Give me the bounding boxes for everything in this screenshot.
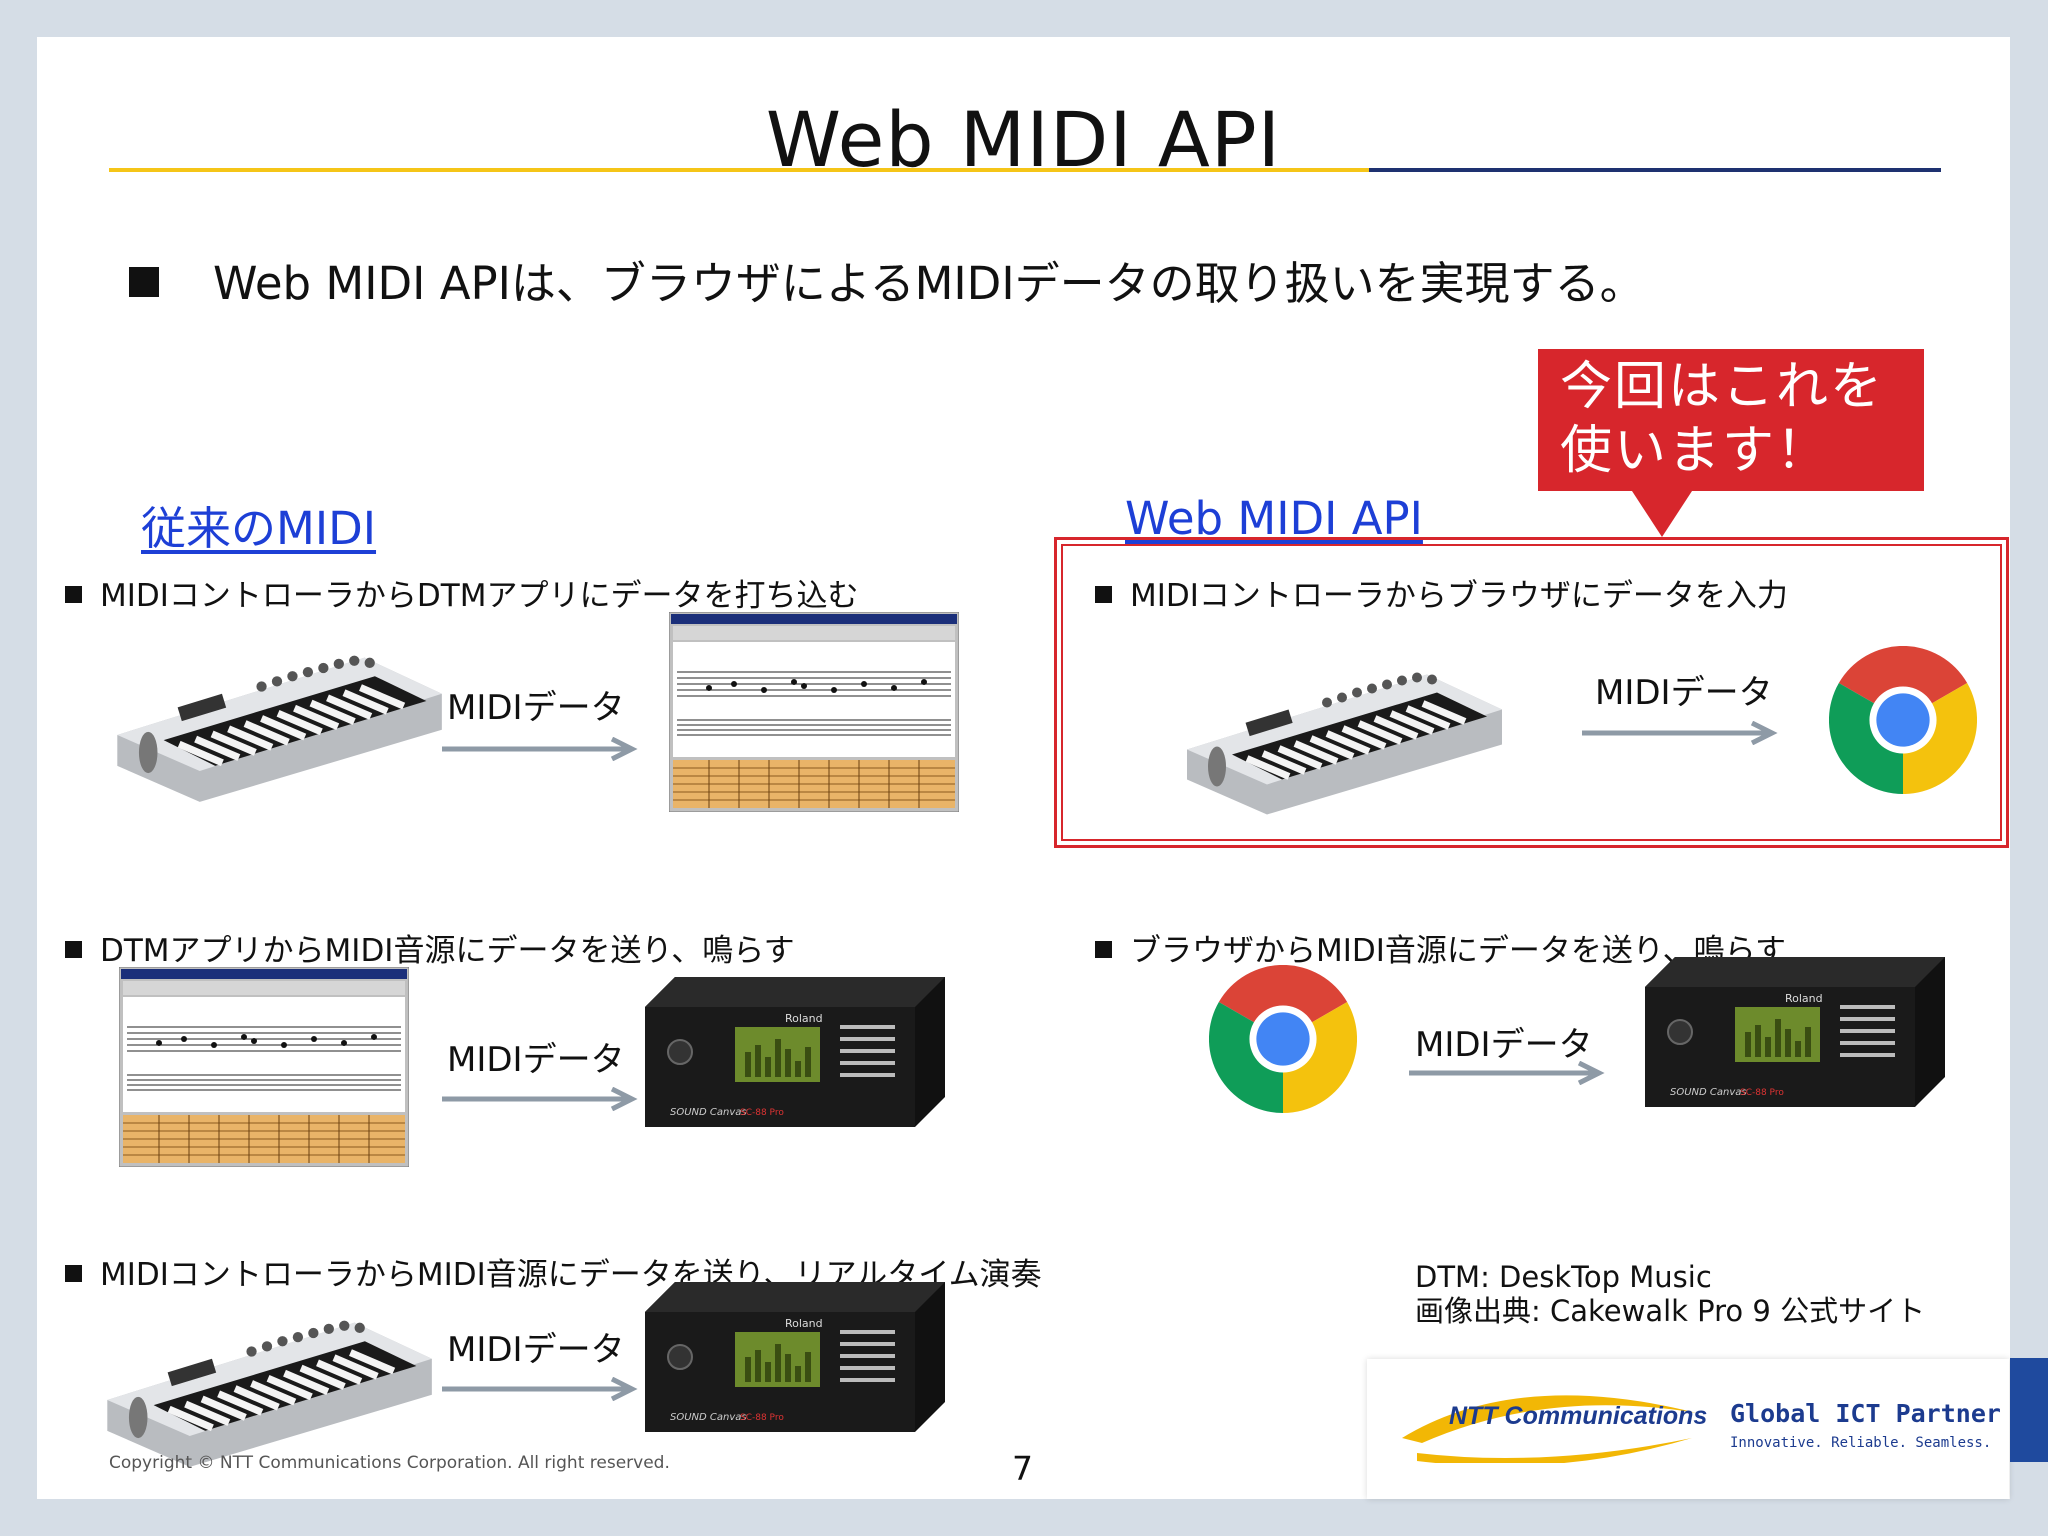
corner-accent-strip	[2010, 1358, 2048, 1462]
arrow-label: MIDIデータ	[447, 1040, 625, 1080]
bullet-square-icon	[65, 941, 82, 958]
midi-keyboard-image	[1177, 652, 1507, 817]
left-heading-link[interactable]: 従来のMIDI	[141, 502, 377, 555]
ntt-swoosh-icon	[1402, 1395, 1697, 1463]
right-arrow-icon	[1582, 721, 1778, 745]
callout-line2: 使います！	[1560, 421, 1831, 481]
arrow-label: MIDIデータ	[1595, 673, 1773, 713]
title-rule-navy	[1369, 168, 1941, 172]
slide: Web MIDI API Web MIDI APIは、ブラウザによるMIDIデー…	[37, 37, 2010, 1499]
right-heading-link[interactable]: Web MIDI API	[1125, 492, 1423, 545]
copyright: Copyright © NTT Communications Corporati…	[109, 1453, 670, 1473]
main-bullet-text: Web MIDI APIは、ブラウザによるMIDIデータの取り扱いを実現する。	[213, 257, 1645, 310]
dtm-app-screenshot	[119, 967, 409, 1167]
bullet-square-icon	[129, 267, 159, 297]
logo-company-text: NTT Communications	[1449, 1402, 1708, 1430]
highlight-box	[1054, 537, 2009, 848]
left-item-1: MIDIコントローラからDTMアプリにデータを打ち込む	[65, 570, 858, 615]
callout-box: 今回はこれを 使います！	[1538, 349, 1924, 491]
ntt-logo: NTT Communications Global ICT Partner In…	[1367, 1359, 2009, 1499]
bullet-square-icon	[65, 1265, 82, 1282]
right-arrow-icon	[442, 1087, 638, 1111]
logo-partner-text: Global ICT Partner	[1730, 1399, 2001, 1428]
title-rule-yellow	[109, 168, 1369, 172]
right-arrow-icon	[442, 1377, 638, 1401]
dtm-app-screenshot	[669, 612, 959, 812]
arrow-label: MIDIデータ	[1415, 1025, 1593, 1065]
footnote: DTM: DeskTop Music 画像出典: Cakewalk Pro 9 …	[1415, 1260, 1925, 1328]
left-item-2: DTMアプリからMIDI音源にデータを送り、鳴らす	[65, 925, 795, 970]
chrome-browser-icon	[1209, 965, 1357, 1113]
arrow-label: MIDIデータ	[447, 688, 625, 728]
sound-module-image	[645, 977, 945, 1127]
chrome-browser-icon	[1829, 646, 1977, 794]
right-item-1: MIDIコントローラからブラウザにデータを入力	[1095, 570, 1788, 615]
midi-keyboard-image	[97, 1302, 437, 1467]
footnote-line1: DTM: DeskTop Music	[1415, 1260, 1712, 1294]
bullet-square-icon	[65, 586, 82, 603]
arrow-label: MIDIデータ	[447, 1330, 625, 1370]
main-bullet: Web MIDI APIは、ブラウザによるMIDIデータの取り扱いを実現する。	[129, 247, 1645, 312]
logo-tagline: Innovative. Reliable. Seamless.	[1730, 1435, 1992, 1451]
bullet-square-icon	[1095, 941, 1112, 958]
callout-tail	[1632, 491, 1692, 537]
callout-line1: 今回はこれを	[1560, 357, 1885, 417]
sound-module-image	[1645, 957, 1945, 1107]
sound-module-image	[645, 1282, 945, 1432]
page-number: 7	[1012, 1449, 1033, 1488]
midi-keyboard-image	[107, 637, 447, 802]
right-arrow-icon	[442, 737, 638, 761]
right-arrow-icon	[1409, 1061, 1605, 1085]
footnote-line2: 画像出典: Cakewalk Pro 9 公式サイト	[1415, 1294, 1926, 1328]
bullet-square-icon	[1095, 586, 1112, 603]
